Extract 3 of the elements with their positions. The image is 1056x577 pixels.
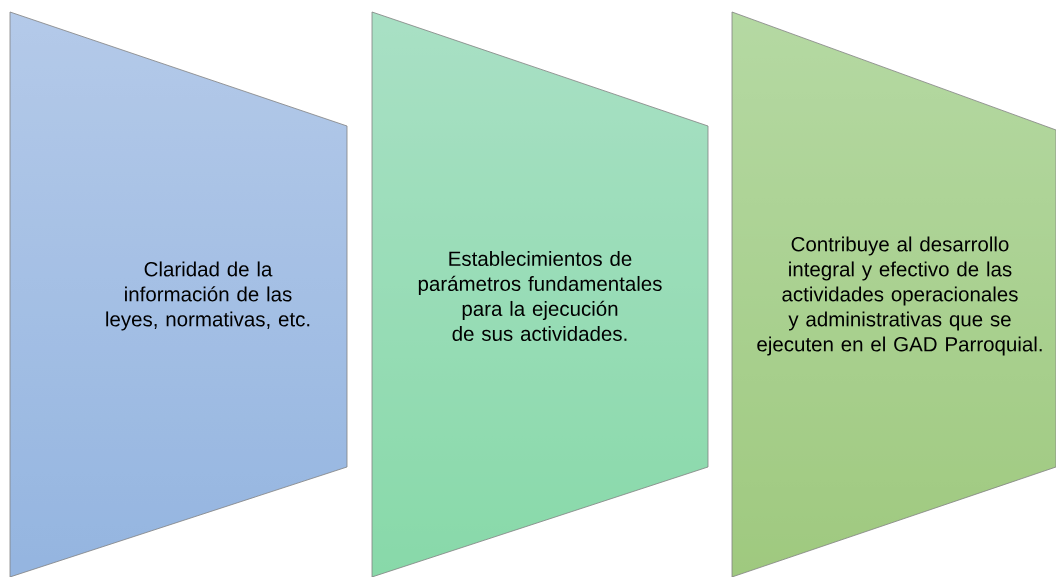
trapezoid-panel: Establecimientos de parámetros fundamentales para la ejecución de sus actividades. — [371, 11, 709, 577]
trapezoid-panel: Contribuye al desarrollo integral y efectivo de las actividades operacionales y administrativas que se ejecuten en el GAD Parroquial. — [731, 11, 1056, 577]
trapezoid-panel: Claridad de la información de las leyes, normativas, etc. — [9, 11, 348, 577]
